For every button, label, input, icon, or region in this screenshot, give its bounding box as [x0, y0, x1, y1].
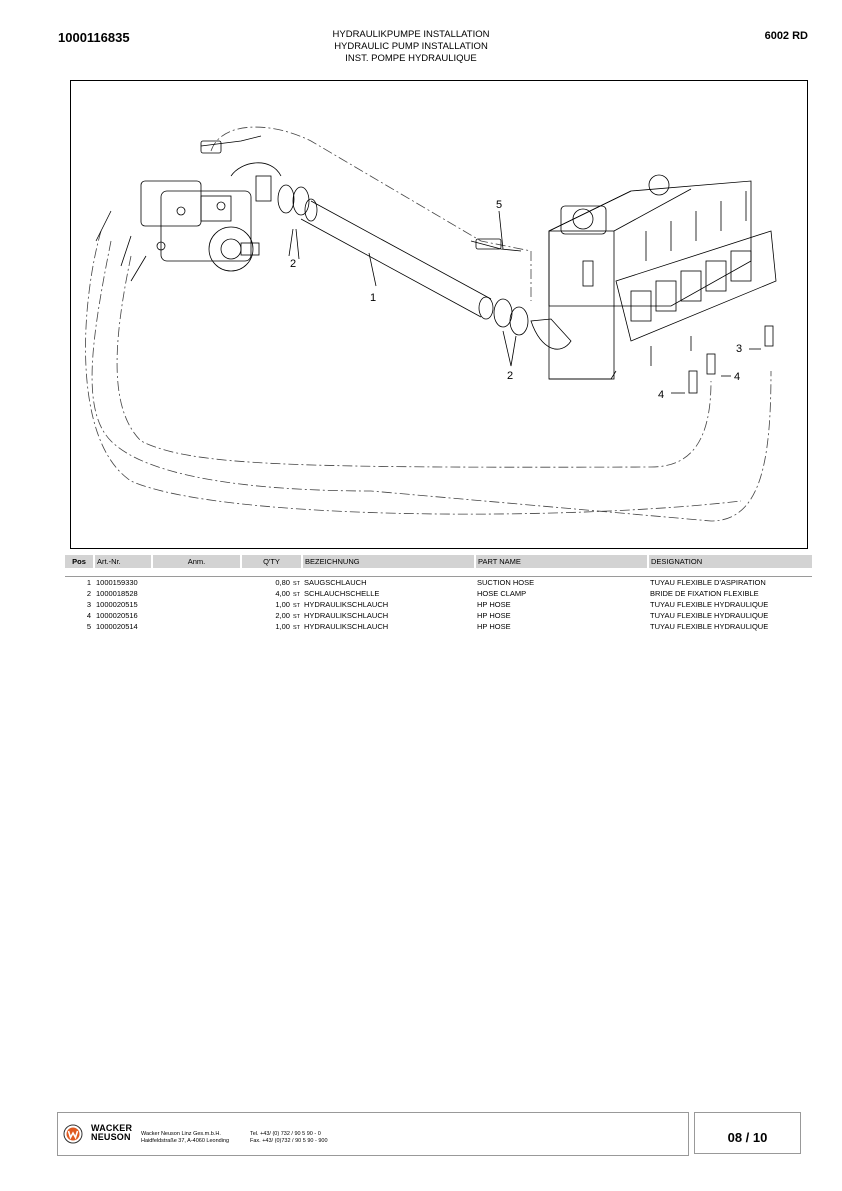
control-valve-block — [615, 191, 777, 366]
header-art-nr: Art.-Nr. — [94, 555, 153, 568]
company-contact: Tel. +43/ (0) 732 / 90 5 90 - 0 Fax. +43… — [250, 1131, 328, 1145]
cell-art-nr: 1000020515 — [96, 600, 138, 609]
cell-anm — [152, 621, 241, 632]
page-number: 08 / 10 — [694, 1112, 801, 1154]
callout-2-pump: 2 — [290, 258, 296, 270]
cell-art-nr: 1000020514 — [96, 622, 138, 631]
document-number: 1000116835 — [58, 30, 130, 45]
parts-table: Pos Art.-Nr. Anm. Q'TY BEZEICHNUNG PART … — [65, 555, 812, 632]
cell-part-name: HP HOSE — [477, 600, 511, 609]
quantity-unit: ST — [292, 592, 300, 598]
cell-anm — [152, 588, 241, 599]
cell-art-nr: 1000018528 — [96, 589, 138, 598]
callout-2-tank: 2 — [507, 370, 513, 382]
cell-designation: TUYAU FLEXIBLE HYDRAULIQUE — [650, 622, 769, 631]
title-english: HYDRAULIC PUMP INSTALLATION — [334, 41, 488, 52]
pump-body — [140, 180, 260, 272]
cell-pos: 1 — [86, 578, 91, 587]
document-title: HYDRAULIKPUMPE INSTALLATION HYDRAULIC PU… — [0, 29, 822, 65]
cell-art-nr: 1000159330 — [96, 578, 138, 587]
cell-designation: TUYAU FLEXIBLE D'ASPIRATION — [650, 578, 766, 587]
cell-anm — [152, 610, 241, 621]
cell-designation: TUYAU FLEXIBLE HYDRAULIQUE — [650, 600, 769, 609]
cell-anm — [152, 577, 241, 589]
fax: Fax. +43/ (0)732 / 90 5 90 - 900 — [250, 1138, 328, 1144]
table-separator — [65, 568, 812, 577]
quantity-unit: ST — [292, 614, 300, 620]
cell-bezeichnung: HYDRAULIKSCHLAUCH — [304, 600, 389, 609]
footer-company-box — [57, 1112, 689, 1156]
cell-designation: BRIDE DE FIXATION FLEXIBLE — [650, 589, 759, 598]
model-number: 6002 RD — [764, 30, 808, 42]
cell-bezeichnung: HYDRAULIKSCHLAUCH — [304, 611, 389, 620]
cell-pos: 4 — [86, 611, 91, 620]
cell-part-name: HOSE CLAMP — [477, 589, 527, 598]
cell-part-name: HP HOSE — [477, 622, 511, 631]
brand-line-wacker: WACKER — [91, 1123, 133, 1133]
quantity-unit: ST — [292, 581, 300, 587]
cell-part-name: HP HOSE — [477, 611, 511, 620]
header-designation: DESIGNATION — [648, 555, 812, 568]
header-qty: Q'TY — [241, 555, 303, 568]
quantity-value: 1,00 — [275, 622, 290, 631]
quantity-value: 0,80 — [275, 578, 290, 587]
cell-designation: TUYAU FLEXIBLE HYDRAULIQUE — [650, 611, 769, 620]
cell-pos: 3 — [86, 600, 91, 609]
brand-name: WACKER NEUSON — [91, 1124, 132, 1142]
company-name: Wacker Neuson Linz Ges.m.b.H. — [141, 1131, 221, 1137]
header-pos: Pos — [65, 555, 95, 568]
cell-part-name: SUCTION HOSE — [477, 578, 535, 587]
cell-bezeichnung: SCHLAUCHSCHELLE — [304, 589, 380, 598]
quantity-value: 2,00 — [275, 611, 290, 620]
header-part-name: PART NAME — [475, 555, 649, 568]
header-anm: Anm. — [152, 555, 242, 568]
cell-anm — [152, 599, 241, 610]
exploded-view-figure: 1 2 2 3 4 4 5 — [70, 80, 808, 549]
callout-4-left: 4 — [658, 389, 664, 401]
quantity-value: 4,00 — [275, 589, 290, 598]
telephone: Tel. +43/ (0) 732 / 90 5 90 - 0 — [250, 1131, 321, 1137]
hydraulic-tank — [548, 174, 752, 380]
wacker-neuson-logo-icon — [63, 1124, 83, 1144]
cell-art-nr: 1000020516 — [96, 611, 138, 620]
cell-pos: 2 — [86, 589, 91, 598]
cell-pos: 5 — [86, 622, 91, 631]
brand-line-neuson: NEUSON — [91, 1132, 131, 1142]
cell-bezeichnung: SAUGSCHLAUCH — [304, 578, 367, 587]
title-german: HYDRAULIKPUMPE INSTALLATION — [332, 29, 490, 40]
callout-4-right: 4 — [734, 371, 740, 383]
street-address: Haidfeldstraße 37, A-4060 Leonding — [141, 1138, 230, 1144]
company-address: Wacker Neuson Linz Ges.m.b.H. Haidfeldst… — [141, 1131, 229, 1145]
quantity-value: 1,00 — [275, 600, 290, 609]
table-header-row: Pos Art.-Nr. Anm. Q'TY BEZEICHNUNG PART … — [65, 555, 812, 568]
hydraulic-pump-drawing: 1 2 2 3 4 4 5 — [85, 126, 777, 522]
cell-bezeichnung: HYDRAULIKSCHLAUCH — [304, 622, 389, 631]
callout-3: 3 — [736, 343, 742, 355]
suction-hose — [300, 198, 494, 320]
quantity-unit: ST — [292, 625, 300, 631]
title-french: INST. POMPE HYDRAULIQUE — [345, 53, 477, 64]
quantity-unit: ST — [292, 603, 300, 609]
callout-5: 5 — [496, 199, 502, 211]
callout-1: 1 — [370, 292, 376, 304]
header-bezeichnung: BEZEICHNUNG — [302, 555, 476, 568]
